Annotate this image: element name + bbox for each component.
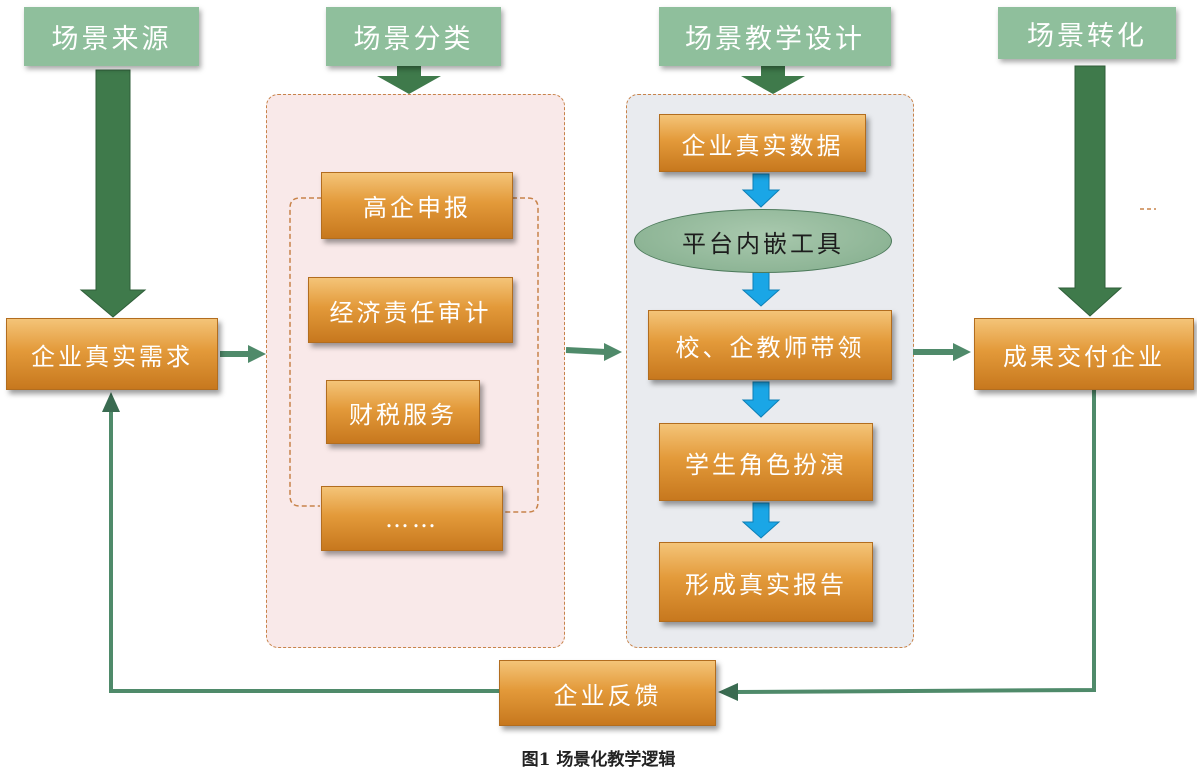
deliver-to-enterprise-box: 成果交付企业 [974, 318, 1194, 390]
feedback-up-arrowhead [102, 392, 120, 412]
step-platform-embedded-tools: 平台内嵌工具 [634, 209, 892, 273]
step-teachers-lead: 校、企教师带领 [648, 310, 892, 380]
step-enterprise-real-data: 企业真实数据 [659, 114, 866, 172]
header-scene-source: 场景来源 [24, 7, 199, 66]
header-scene-classification: 场景分类 [326, 7, 501, 66]
enterprise-demand-box: 企业真实需求 [6, 318, 218, 390]
source-down-arrow [79, 69, 147, 318]
arrow-demand-to-classification [220, 345, 266, 363]
classification-bracket-right [502, 197, 539, 513]
step-student-role-play: 学生角色扮演 [659, 423, 873, 501]
classification-down-arrow [377, 66, 441, 94]
feedback-arrowhead [718, 683, 738, 701]
classification-item-economic-audit: 经济责任审计 [308, 277, 513, 343]
header-scene-transformation: 场景转化 [998, 7, 1176, 59]
step-arrow-3 [741, 381, 781, 418]
feedback-line-right [734, 388, 1096, 694]
teaching-design-down-arrow [741, 66, 805, 94]
figure-caption: 图1 场景化教学逻辑 [521, 750, 676, 770]
step-arrow-2 [741, 270, 781, 307]
classification-bracket-left [289, 197, 322, 507]
arrow-classification-to-design [565, 343, 622, 361]
step-arrow-1 [741, 173, 781, 208]
header-scene-teaching-design: 场景教学设计 [659, 7, 891, 66]
feedback-line-left [109, 410, 499, 693]
enterprise-feedback-box: 企业反馈 [499, 660, 716, 726]
arrow-design-to-delivery [913, 343, 971, 361]
classification-item-hightech-declaration: 高企申报 [321, 172, 513, 239]
transformation-down-arrow [1057, 65, 1123, 317]
classification-item-ellipsis: …… [321, 486, 503, 551]
classification-item-tax-service: 财税服务 [326, 380, 480, 444]
step-arrow-4 [741, 502, 781, 539]
step-form-real-report: 形成真实报告 [659, 542, 873, 622]
